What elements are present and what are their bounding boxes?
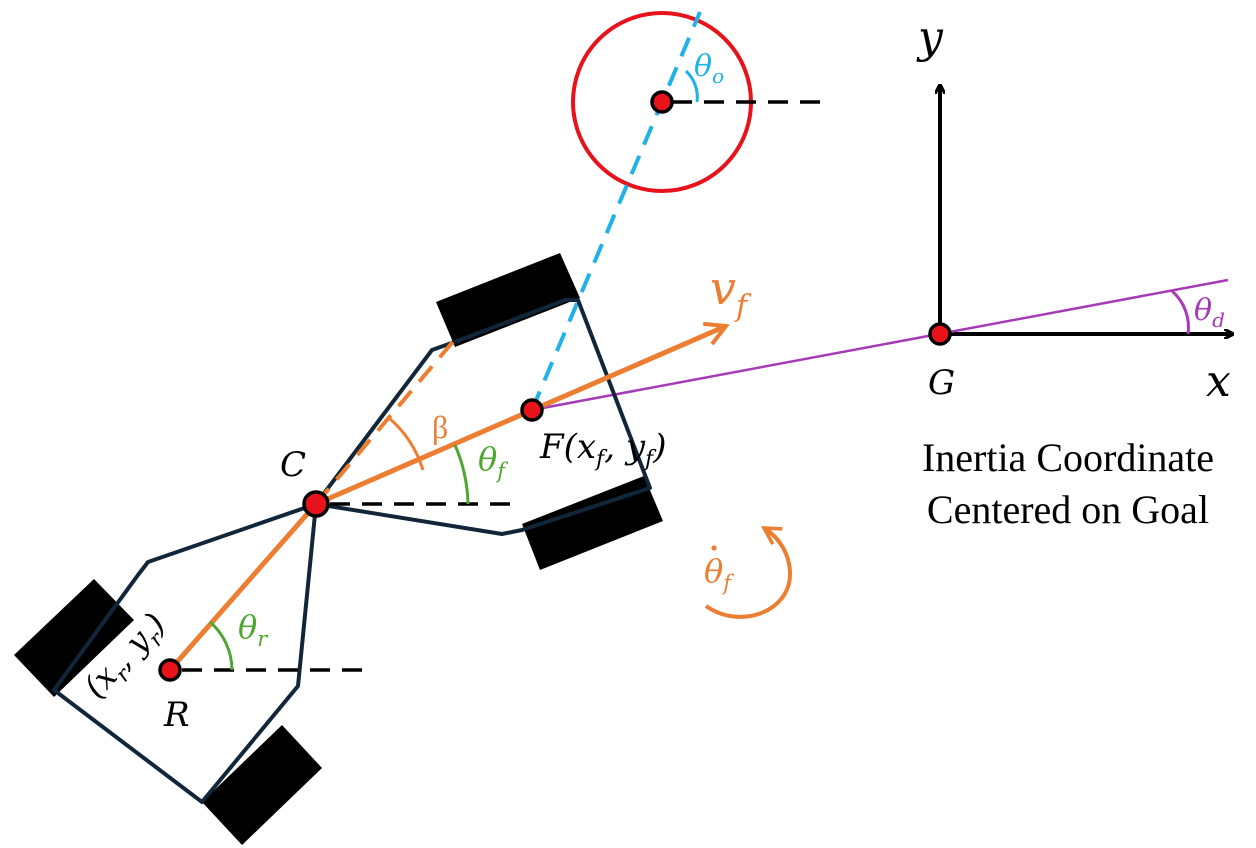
front-top-wheel xyxy=(436,253,580,347)
label-C: C xyxy=(280,445,306,485)
vehicle-frame xyxy=(52,298,652,804)
obstacle-center-point xyxy=(650,90,674,114)
label-v-f: vf xyxy=(710,261,752,324)
caption-line-2: Centered on Goal xyxy=(926,487,1210,532)
label-F-coords: F(xf, yf) xyxy=(539,427,666,472)
goal-frame-caption: Inertia Coordinate Centered on Goal xyxy=(880,432,1256,536)
velocity-vector xyxy=(315,326,726,507)
theta-o-arc xyxy=(684,69,699,103)
rear-link-line xyxy=(168,502,318,672)
front-body-outline xyxy=(314,298,652,536)
goal-direction-line xyxy=(531,278,1229,412)
obstacle xyxy=(571,11,832,193)
theta-d-arc xyxy=(1170,289,1190,335)
center-point-C xyxy=(302,490,330,518)
theta-r-arc xyxy=(209,620,234,671)
front-point-F xyxy=(520,398,544,422)
theta-f-arc xyxy=(453,444,470,505)
obstacle-direction-line xyxy=(530,11,702,411)
label-axis-y: y xyxy=(916,12,944,63)
rear-right-wheel xyxy=(202,725,322,845)
front-axle-direction-dash xyxy=(314,336,458,506)
theta-f-dot-marker xyxy=(711,545,717,551)
label-theta-d: θd xyxy=(1194,293,1225,332)
label-theta-o: θo xyxy=(694,49,724,88)
front-bottom-wheel xyxy=(522,476,663,570)
beta-arc xyxy=(388,416,425,471)
wheels xyxy=(14,253,663,845)
label-axis-x: x xyxy=(1206,356,1231,407)
rear-body-outline xyxy=(52,502,318,804)
label-G: G xyxy=(928,363,955,403)
inertial-axes xyxy=(940,86,1232,336)
label-theta-f-dot: θf xyxy=(704,552,734,595)
label-beta: β xyxy=(432,409,448,445)
points xyxy=(158,90,952,682)
label-theta-r: θr xyxy=(238,608,269,651)
caption-line-1: Inertia Coordinate xyxy=(921,435,1215,480)
rear-point-R xyxy=(158,658,182,682)
label-theta-f: θf xyxy=(478,440,508,483)
rotation-arrow xyxy=(704,526,793,619)
rear-left-wheel xyxy=(14,579,134,697)
goal-point-G xyxy=(928,322,952,346)
label-R: R xyxy=(163,695,190,735)
